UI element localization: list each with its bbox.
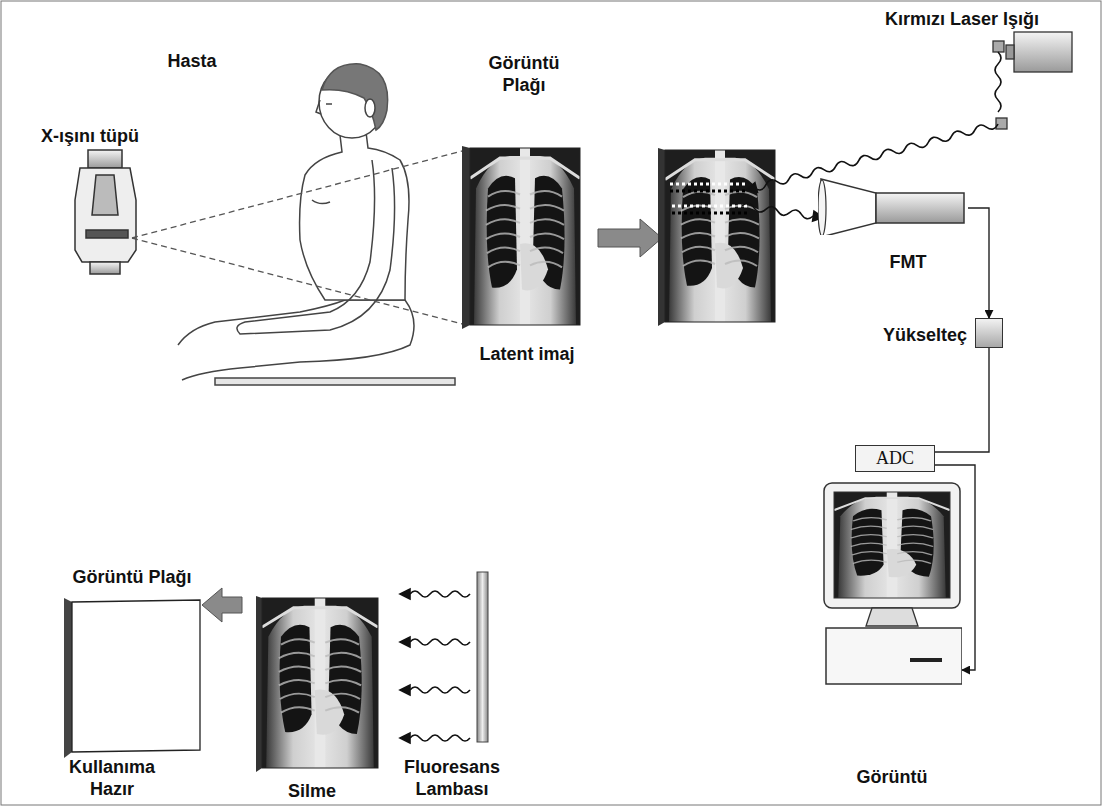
node-label: ADC [856, 446, 934, 471]
label-text: Görüntü Plağı [489, 53, 560, 95]
label: Görüntü Plağı [42, 566, 222, 588]
xray-beam [132, 150, 466, 325]
red-laser [741, 32, 1072, 222]
photomultiplier-tube: FMT [818, 175, 968, 275]
xray-tube [75, 150, 136, 274]
process-arrow [598, 219, 662, 257]
label: Kullanıma Hazır [56, 756, 168, 800]
label-text: Kırmızı Laser Işığı [885, 9, 1039, 29]
adc-box: ADC [855, 445, 935, 472]
node-label: Yükselteç [883, 324, 967, 346]
label-text: Görüntü Plağı [73, 567, 192, 587]
label: Görüntü Plağı [478, 52, 570, 96]
label: Hasta [152, 50, 232, 72]
node-shape [818, 175, 968, 235]
node-shape [822, 480, 962, 690]
signal-wire [968, 208, 989, 318]
label-text: X-ışını tüpü [41, 126, 139, 146]
patient-figure [178, 64, 455, 385]
amplifier-box-shape [975, 318, 1003, 348]
label: Fluoresans Lambası [390, 756, 514, 800]
label: Latent imaj [462, 343, 592, 365]
label-text: Latent imaj [479, 344, 574, 364]
computer-monitor: Görüntü [822, 480, 962, 792]
signal-wire [935, 348, 989, 452]
erased-plate [256, 596, 378, 772]
label: Silme [272, 780, 352, 802]
label-text: Fluoresans Lambası [404, 757, 500, 799]
label-text: Silme [288, 781, 336, 801]
fluorescent-lamp [400, 572, 488, 743]
label: Kırmızı Laser Işığı [847, 8, 1077, 30]
node-label: FMT [858, 251, 958, 273]
amplifier-box: Yükselteç [848, 318, 1003, 348]
blank-plate [64, 598, 200, 758]
label-text: Hasta [167, 51, 216, 71]
image-plate [462, 146, 580, 329]
label-text: Kullanıma Hazır [69, 757, 155, 799]
process-arrow [202, 588, 242, 622]
scanned-plate [658, 148, 775, 326]
node-label: Görüntü [822, 766, 962, 788]
label: X-ışını tüpü [10, 125, 170, 147]
